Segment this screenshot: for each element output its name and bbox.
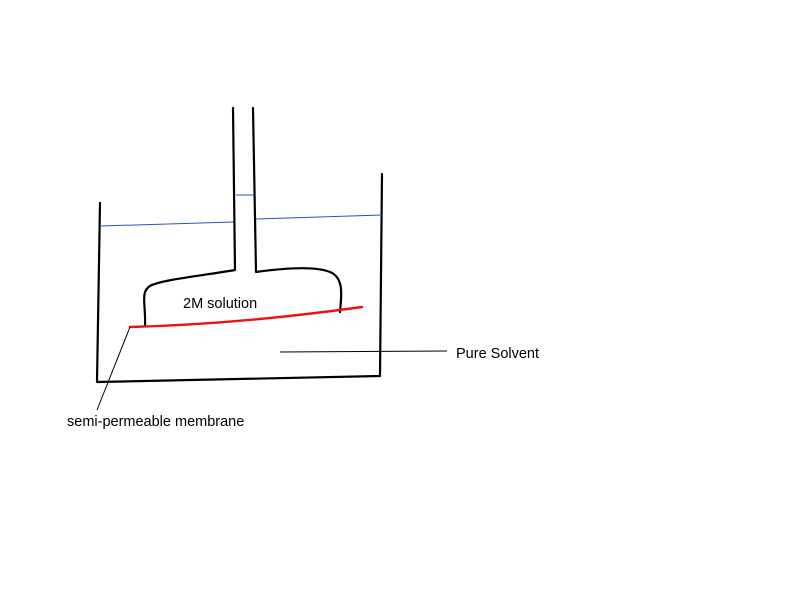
solution-label: 2M solution xyxy=(183,296,257,312)
beaker-outline xyxy=(95,172,384,384)
beaker-level-left xyxy=(99,221,235,227)
solvent-pointer-line xyxy=(279,350,448,353)
semi-permeable-membrane xyxy=(128,305,364,329)
membrane-pointer-line xyxy=(96,326,131,411)
funnel-right-wall xyxy=(251,106,343,314)
solvent-label: Pure Solvent xyxy=(456,346,539,362)
beaker-level-right xyxy=(255,214,383,220)
membrane-label: semi-permeable membrane xyxy=(67,414,244,430)
funnel-left-wall xyxy=(143,106,237,328)
